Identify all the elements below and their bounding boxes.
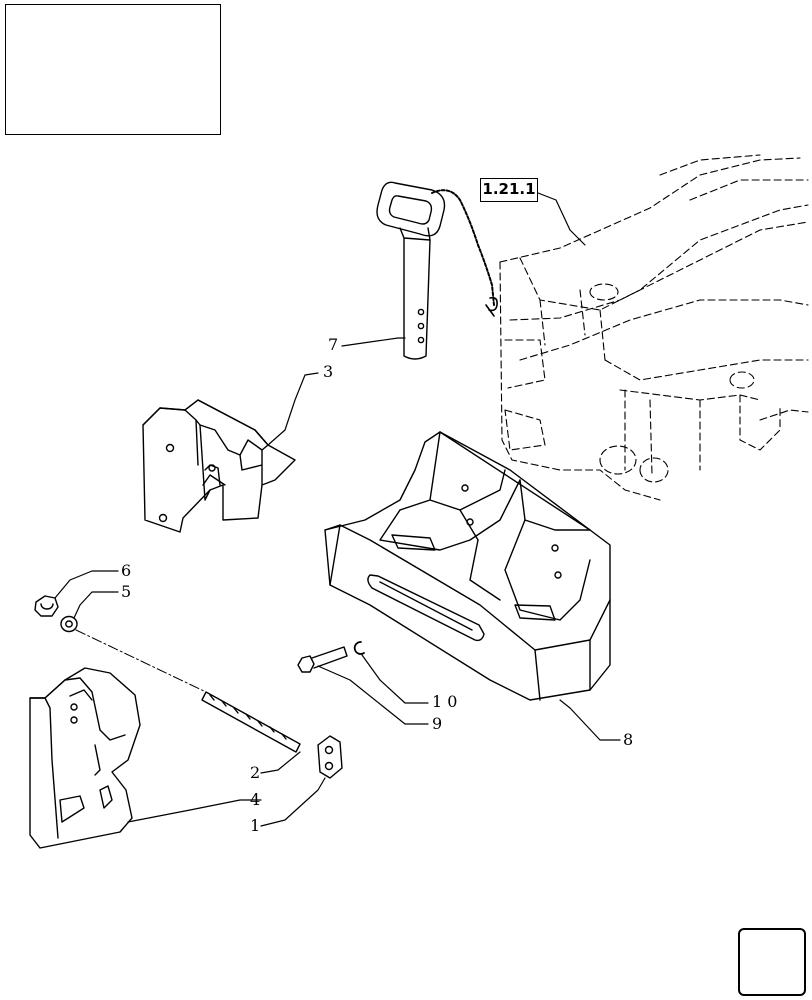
callout-4: 4 [250,790,261,809]
clip-part[interactable] [353,641,365,655]
assembly-axis-line [75,629,207,693]
tractor-chassis-outline [499,154,809,501]
weight-carrier-part[interactable] [324,431,611,701]
rod-part[interactable] [201,691,301,753]
nut-part[interactable] [34,595,59,617]
bolt-part[interactable] [297,646,348,673]
callout-8: 8 [623,730,634,749]
plate-part[interactable] [317,735,343,779]
callout-3: 3 [323,362,334,381]
bracket-part[interactable] [142,399,296,533]
callout-9: 9 [432,714,443,733]
reference-link-1-21-1[interactable]: 1.21.1 [480,178,538,202]
callout-10: 1 0 [432,692,458,711]
pin-part[interactable] [376,181,498,360]
next-page-button[interactable] [738,928,806,996]
callout-7: 7 [328,335,339,354]
weight-part[interactable] [29,667,141,849]
callout-1: 1 [250,816,261,835]
callout-5: 5 [121,582,132,601]
tractor-thumbnail-frame [5,4,221,135]
leader-lines [54,192,621,827]
callout-2: 2 [250,763,261,782]
callout-6: 6 [121,561,132,580]
washer-part[interactable] [60,615,78,633]
